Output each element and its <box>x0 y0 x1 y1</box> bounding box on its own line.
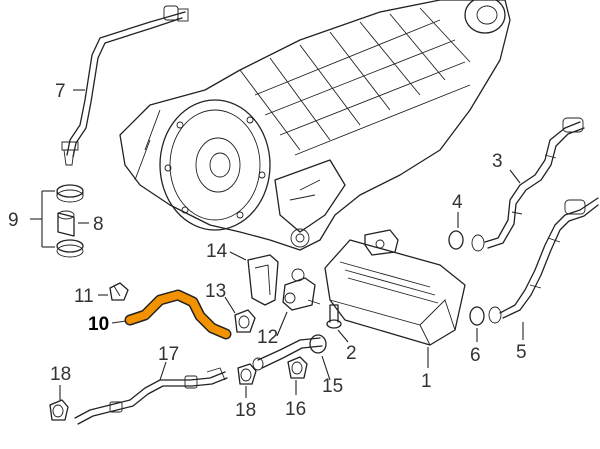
leader-lines <box>30 89 524 400</box>
part-18-clamp-right <box>237 363 257 385</box>
part-15-hose <box>252 334 327 371</box>
part-14-bracket <box>247 254 279 306</box>
callout-10: 10 <box>88 314 109 335</box>
callout-1: 1 <box>421 371 432 392</box>
callout-6: 6 <box>470 345 481 366</box>
callout-14: 14 <box>206 241 228 262</box>
callout-11: 11 <box>74 286 94 307</box>
callout-17: 17 <box>158 344 179 365</box>
part-1-oil-cooler <box>324 229 466 346</box>
part-9-clamps <box>56 184 84 258</box>
part-3-cooler-line <box>471 117 585 252</box>
part-12-valve <box>282 268 321 311</box>
callout-2: 2 <box>346 343 357 364</box>
callout-5: 5 <box>516 342 527 363</box>
part-11-clamp <box>109 282 129 301</box>
callout-9: 9 <box>8 210 19 231</box>
callout-8: 8 <box>93 214 104 235</box>
transmission-assembly <box>119 0 511 251</box>
callout-3: 3 <box>492 151 503 172</box>
part-8-hose-sleeve <box>57 210 75 237</box>
callout-15: 15 <box>322 376 343 397</box>
callout-12: 12 <box>257 327 278 348</box>
part-7-tube <box>61 5 189 166</box>
part-18-clamp-left <box>49 399 69 421</box>
part-10-hose-highlighted <box>124 289 232 340</box>
callout-18-left: 18 <box>50 364 71 385</box>
part-2-bolt <box>326 304 342 329</box>
callout-18-right: 18 <box>235 400 256 421</box>
part-16-clamp <box>287 356 308 379</box>
part-6-o-ring <box>469 306 485 326</box>
part-5-cooler-line <box>488 197 599 324</box>
part-17-pipe <box>74 367 228 425</box>
callout-7: 7 <box>55 81 66 102</box>
callout-4: 4 <box>452 192 463 213</box>
callout-labels: 7 9 8 11 10 14 13 12 3 4 5 6 2 1 15 16 1… <box>8 81 527 421</box>
part-13-clamp <box>234 309 256 333</box>
part-4-o-ring <box>448 230 464 250</box>
callout-13: 13 <box>205 281 226 302</box>
callout-16: 16 <box>285 399 306 420</box>
